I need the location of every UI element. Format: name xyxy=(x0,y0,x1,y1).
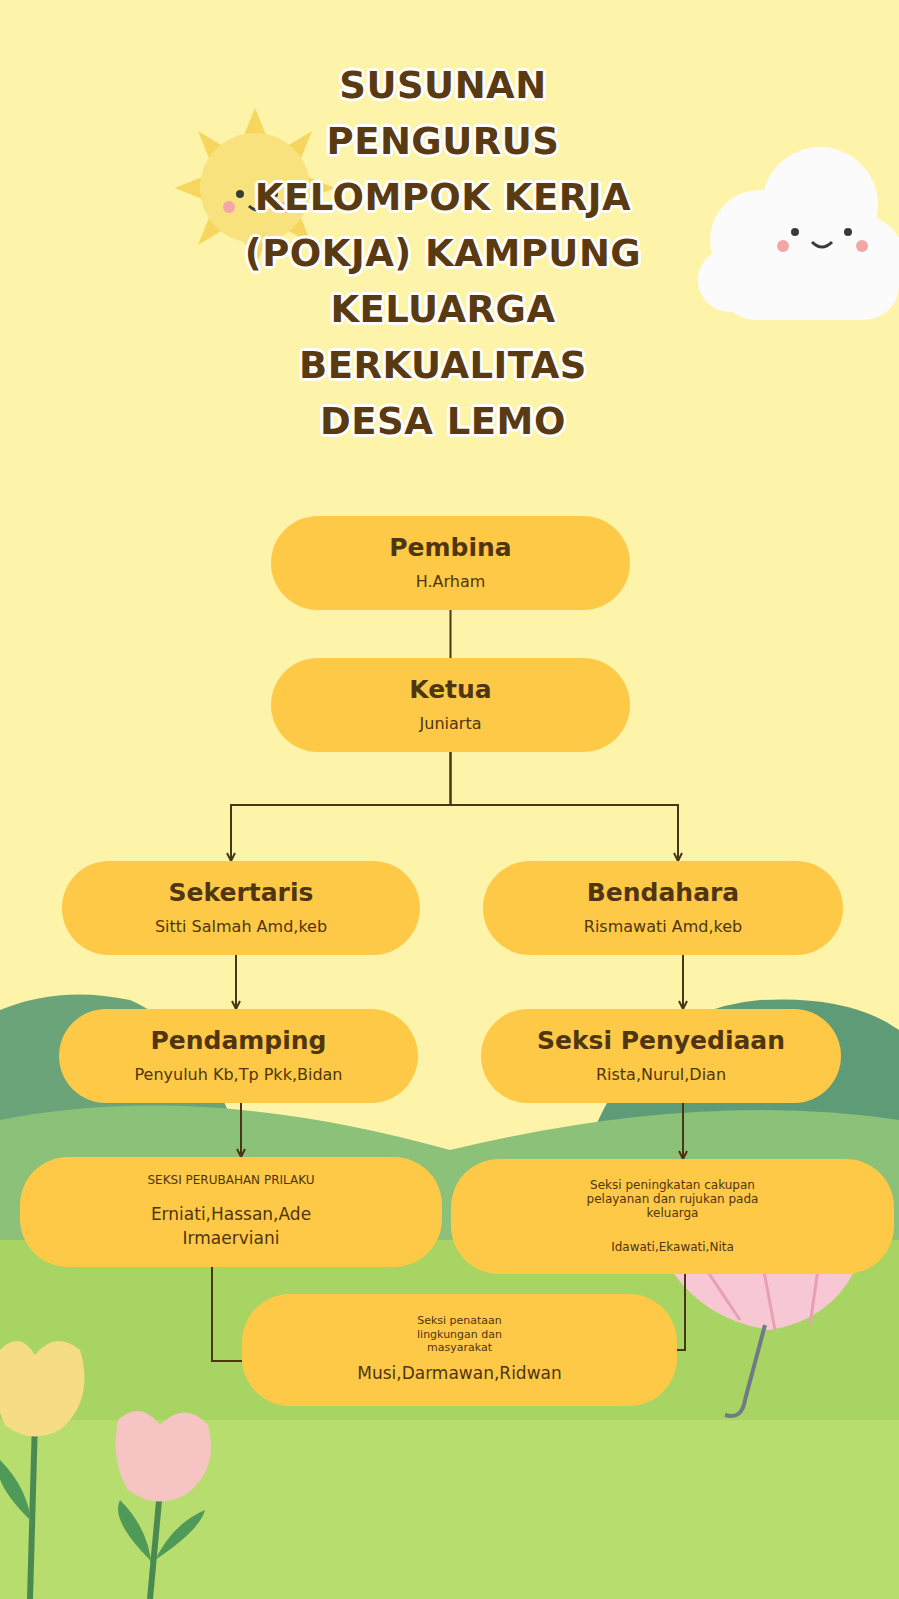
org-box: Seksi penataan lingkungan dan masyarakat… xyxy=(242,1294,677,1406)
org-box: SEKSI PERUBAHAN PRILAKU Erniati,Hassan,Ad… xyxy=(20,1157,442,1267)
connector xyxy=(240,1103,242,1157)
member-names: Rista,Nurul,Dian xyxy=(596,1064,726,1086)
member-names: Sitti Salmah Amd,keb xyxy=(155,916,327,938)
role-title: Pendamping xyxy=(150,1026,326,1056)
connector xyxy=(451,752,679,861)
member-names: Idawati,Ekawati,Nita xyxy=(611,1239,734,1256)
cloud xyxy=(698,147,899,320)
member-names: Penyuluh Kb,Tp Pkk,Bidan xyxy=(134,1064,342,1086)
member-names: H.Arham xyxy=(416,571,486,593)
role-title: Bendahara xyxy=(587,878,739,908)
role-title: Seksi Penyediaan xyxy=(537,1026,785,1056)
tulip-yellow xyxy=(0,1341,85,1599)
org-box: Seksi peningkatan cakupan pelayanan dan … xyxy=(451,1159,894,1274)
org-box: PendampingPenyuluh Kb,Tp Pkk,Bidan xyxy=(59,1009,418,1103)
member-names: Juniarta xyxy=(420,713,482,735)
org-box: Seksi PenyediaanRista,Nurul,Dian xyxy=(481,1009,841,1103)
connector xyxy=(682,1103,684,1159)
connector xyxy=(212,1267,242,1361)
connector xyxy=(677,1274,685,1350)
member-names: Musi,Darmawan,Ridwan xyxy=(357,1362,562,1386)
org-box: BendaharaRismawati Amd,keb xyxy=(483,861,843,955)
org-box: KetuaJuniarta xyxy=(271,658,630,752)
role-title: Ketua xyxy=(409,675,492,705)
role-title: Sekertaris xyxy=(169,878,314,908)
tulip-pink xyxy=(116,1411,212,1599)
connector xyxy=(235,955,237,1009)
org-box: SekertarisSitti Salmah Amd,keb xyxy=(62,861,420,955)
diagram-title: SUSUNAN PENGURUS KELOMPOK KERJA (POKJA) … xyxy=(243,58,643,450)
org-box: PembinaH.Arham xyxy=(271,516,630,610)
connector xyxy=(450,610,452,658)
role-title: SEKSI PERUBAHAN PRILAKU xyxy=(147,1173,314,1187)
connector xyxy=(231,752,451,861)
connector xyxy=(682,955,684,1009)
role-title: Seksi penataan lingkungan dan masyarakat xyxy=(400,1314,520,1354)
member-names: Rismawati Amd,keb xyxy=(584,916,742,938)
ground xyxy=(0,1240,899,1599)
member-names: Erniati,Hassan,Ade Irmaerviani xyxy=(126,1203,336,1251)
role-title: Pembina xyxy=(389,533,511,563)
role-title: Seksi peningkatan cakupan pelayanan dan … xyxy=(583,1178,763,1221)
